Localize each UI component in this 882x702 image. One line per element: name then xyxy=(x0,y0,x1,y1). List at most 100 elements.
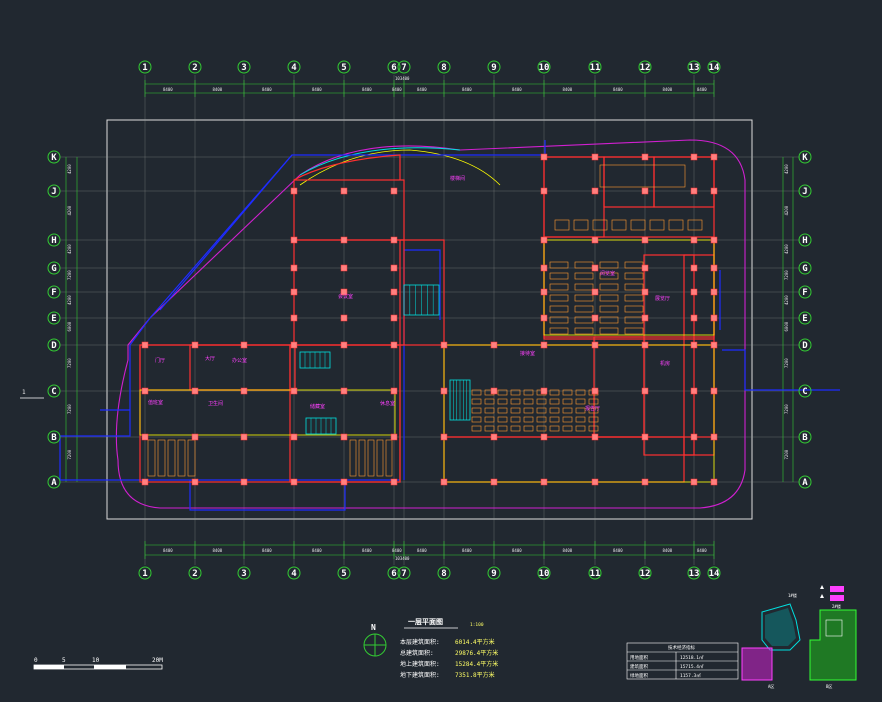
table-seat xyxy=(510,407,521,414)
structural-column xyxy=(290,187,298,195)
axis-bubble-circle xyxy=(437,60,451,74)
axis-bubble-label: 9 xyxy=(491,63,496,73)
key-plan-label-4: B区 xyxy=(826,684,832,689)
axis-bubble-label: 3 xyxy=(241,63,246,73)
dim-label-right: 7200 xyxy=(784,449,789,459)
axis-bubble-circle xyxy=(287,566,301,580)
site-boundary xyxy=(115,139,746,509)
structural-column xyxy=(490,341,498,349)
area-info-value: 7351.8平方米 xyxy=(455,671,495,679)
scale-bar-label: 0 xyxy=(34,657,38,664)
site-boundary-line xyxy=(115,139,746,509)
structural-column xyxy=(641,288,649,296)
desk xyxy=(549,305,569,313)
structural-column xyxy=(641,264,649,272)
axis-bubble-circle xyxy=(707,566,721,580)
axis-bubble-label: 7 xyxy=(401,569,406,579)
axis-bubble-label: H xyxy=(802,236,807,246)
wall-outline xyxy=(139,344,296,391)
structural-column xyxy=(240,387,248,395)
axis-bubble-circle xyxy=(387,60,401,74)
dim-label-right: 4200 xyxy=(784,164,789,174)
table-seat xyxy=(575,398,586,405)
structural-column xyxy=(340,288,348,296)
structural-column xyxy=(710,387,718,395)
title-block: N 一层平面图 1:100 本层建筑面积:6014.4平方米总建筑面积:2987… xyxy=(363,617,498,679)
table-seat xyxy=(536,398,547,405)
dim-label-bottom: 8400 xyxy=(262,548,272,553)
dim-label-top: 8400 xyxy=(312,87,322,92)
desk xyxy=(599,272,619,280)
workstation xyxy=(668,219,684,231)
structural-column xyxy=(591,153,599,161)
desk xyxy=(599,283,619,291)
room-label: 接待室 xyxy=(520,350,535,357)
axis-bubble-circle xyxy=(588,566,602,580)
room-label: 休息室 xyxy=(380,400,395,407)
table-seat xyxy=(549,407,560,414)
wall-outline xyxy=(289,344,401,483)
structural-column xyxy=(390,433,398,441)
blue-line xyxy=(403,249,441,480)
axis-bubble-left: G xyxy=(47,261,61,275)
structural-column xyxy=(540,314,548,322)
dim-label-top: 8400 xyxy=(392,87,402,92)
axis-bubble-label: 2 xyxy=(192,63,197,73)
curved-wall xyxy=(293,154,401,181)
axis-bubble-label: 10 xyxy=(539,569,550,579)
structural-column xyxy=(340,433,348,441)
structural-column xyxy=(340,236,348,244)
structural-column xyxy=(240,341,248,349)
axis-bubble-label: C xyxy=(51,387,56,397)
structural-column xyxy=(710,478,718,486)
structural-column xyxy=(710,288,718,296)
table-seat xyxy=(471,416,482,423)
dim-label-bottom: 8400 xyxy=(512,548,522,553)
structural-column xyxy=(340,387,348,395)
axis-bubble-label: G xyxy=(51,264,56,274)
dim-label-right: 7200 xyxy=(784,358,789,368)
cyan-arc xyxy=(299,147,461,176)
axis-bubble-top: 4 xyxy=(287,60,301,74)
axis-bubble-right: J xyxy=(798,184,812,198)
axis-bubble-circle xyxy=(47,338,61,352)
desk xyxy=(549,316,569,324)
axis-bubble-label: J xyxy=(802,187,807,197)
table-seat xyxy=(484,416,495,423)
key-plan-label-3: A区 xyxy=(768,684,774,689)
table-seat xyxy=(484,398,495,405)
workstation xyxy=(554,219,570,231)
dim-label-top: 8400 xyxy=(213,87,223,92)
area-info-label: 本层建筑面积: xyxy=(400,638,440,646)
structural-column xyxy=(690,478,698,486)
desk xyxy=(624,294,644,302)
axis-bubble-label: 13 xyxy=(689,569,700,579)
structural-column xyxy=(591,264,599,272)
axis-bubble-left: F xyxy=(47,285,61,299)
dim-label-right: 4200 xyxy=(784,244,789,254)
table-seat xyxy=(549,398,560,405)
axis-bubble-circle xyxy=(687,566,701,580)
structural-column xyxy=(690,187,698,195)
axis-bubble-circle xyxy=(687,60,701,74)
dim-label-bottom: 8400 xyxy=(613,548,623,553)
structural-column xyxy=(690,153,698,161)
table-title: 技术经济指标 xyxy=(668,644,695,651)
axis-bubble-top: 1 xyxy=(138,60,152,74)
table-seat xyxy=(497,425,508,432)
axis-bubble-label: 2 xyxy=(192,569,197,579)
structural-column xyxy=(191,478,199,486)
axis-bubble-bottom: 9 xyxy=(487,566,501,580)
north-label: N xyxy=(371,623,376,632)
dim-label-top: 8400 xyxy=(462,87,472,92)
dim-label-right: 4200 xyxy=(784,205,789,215)
wall-layer xyxy=(139,154,715,483)
table-seat xyxy=(471,398,482,405)
axis-bubble-bottom: 2 xyxy=(188,566,202,580)
dim-label-bottom: 8400 xyxy=(697,548,707,553)
dim-label-total: 103400 xyxy=(395,76,410,81)
structural-column xyxy=(710,236,718,244)
dim-label-bottom: 8400 xyxy=(213,548,223,553)
structural-column xyxy=(641,478,649,486)
